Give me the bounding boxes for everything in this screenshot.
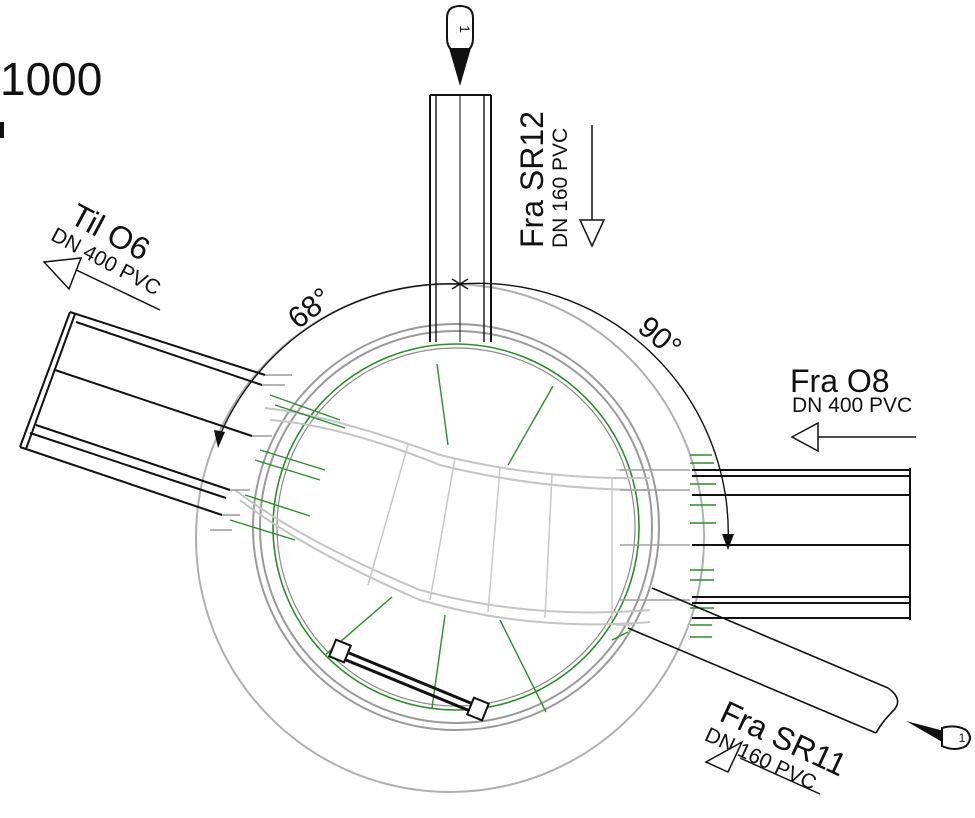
benching-cross-lines bbox=[367, 444, 632, 626]
scale-text-fragment bbox=[0, 122, 4, 138]
label-bottom-right: Fra SR11 DN 160 PVC bbox=[701, 694, 852, 795]
pipe-sr11 bbox=[627, 587, 899, 734]
callout-bottom-right: 1 bbox=[906, 721, 971, 750]
pipe-o8-green-marks bbox=[690, 454, 716, 638]
label-top: Fra SR12 DN 160 PVC bbox=[514, 111, 572, 248]
angle-arcs bbox=[217, 278, 729, 546]
label-top-title: Fra SR12 bbox=[514, 111, 550, 248]
callout-bottom-arrow bbox=[906, 721, 944, 743]
label-right: Fra O8 DN 400 PVC bbox=[790, 363, 912, 417]
angle-right-label: 90° bbox=[632, 310, 688, 364]
label-top-spec: DN 160 PVC bbox=[549, 128, 572, 248]
label-right-title: Fra O8 bbox=[790, 363, 890, 399]
manhole-middle-ring bbox=[252, 323, 660, 731]
scale-text: 1000 bbox=[0, 53, 102, 105]
manhole-inner-ring bbox=[272, 343, 640, 711]
label-right-spec: DN 400 PVC bbox=[792, 394, 912, 417]
ladder bbox=[327, 638, 491, 722]
callout-top-arrow bbox=[449, 48, 471, 86]
angle-arrowhead-right bbox=[722, 534, 734, 550]
pipe-o6 bbox=[19, 311, 266, 516]
callout-top-number: 1 bbox=[457, 25, 473, 33]
benching-channel bbox=[234, 407, 651, 626]
callout-top: 1 bbox=[446, 4, 474, 86]
angle-left-label: 68° bbox=[282, 282, 338, 336]
flow-arrow-top bbox=[578, 125, 606, 248]
pipe-o6-green-marks bbox=[229, 394, 346, 541]
pipe-sr12 bbox=[429, 94, 492, 342]
pipe-o6-stubs bbox=[210, 374, 292, 531]
pipe-o8 bbox=[692, 468, 911, 620]
flow-arrow-right bbox=[790, 421, 916, 453]
angle-arrowhead-left bbox=[214, 430, 225, 448]
flow-arrow-bottom-right bbox=[704, 740, 821, 795]
flow-arrow-left bbox=[42, 257, 161, 311]
manhole-outer-ring bbox=[195, 283, 705, 793]
callout-bottom-number: 1 bbox=[959, 731, 966, 745]
